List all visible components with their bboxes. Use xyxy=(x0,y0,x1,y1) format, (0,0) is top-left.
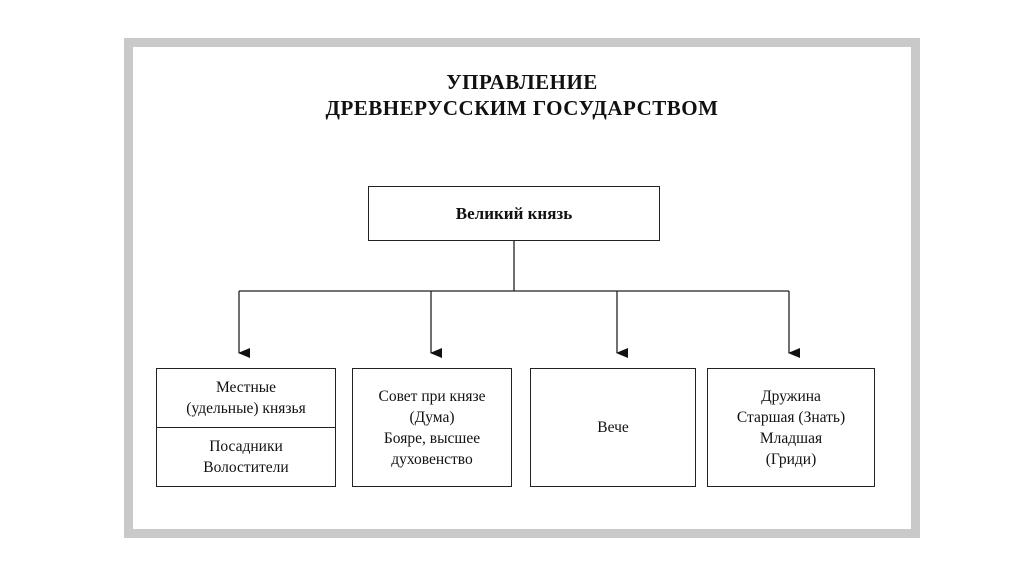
council-line-1: Совет при князе xyxy=(378,387,486,405)
diagram-frame: УПРАВЛЕНИЕ ДРЕВНЕРУССКИМ ГОСУДАРСТВОМ Ве… xyxy=(124,38,920,538)
council-box: Совет при князе (Дума) Бояре, высшее дух… xyxy=(352,368,512,487)
council-line-4: духовенство xyxy=(391,450,473,468)
grand-prince-box: Великий князь xyxy=(368,186,660,241)
local-princes-line-2: (удельные) князья xyxy=(186,400,306,417)
local-princes-box: Местные (удельные) князья Посадники Воло… xyxy=(156,368,336,487)
local-princes-section: Местные (удельные) князья xyxy=(157,369,335,427)
local-princes-line-1: Местные xyxy=(215,379,277,396)
diagram-title: УПРАВЛЕНИЕ ДРЕВНЕРУССКИМ ГОСУДАРСТВОМ xyxy=(133,69,911,121)
druzhina-box: Дружина Старшая (Знать) Младшая (Гриди) xyxy=(707,368,875,487)
veche-label: Вече xyxy=(597,419,629,436)
diagram-canvas: УПРАВЛЕНИЕ ДРЕВНЕРУССКИМ ГОСУДАРСТВОМ Ве… xyxy=(133,47,911,529)
druzhina-line-2: Старшая (Знать) xyxy=(736,408,846,426)
druzhina-line-1: Дружина xyxy=(761,387,821,405)
title-line-1: УПРАВЛЕНИЕ xyxy=(446,70,598,94)
grand-prince-label: Великий князь xyxy=(455,204,573,223)
posadniki-line-2: Волостители xyxy=(203,459,289,476)
connector-lines xyxy=(238,241,800,358)
druzhina-line-3: Младшая xyxy=(759,429,823,447)
veche-box: Вече xyxy=(530,368,696,487)
council-line-2: (Дума) xyxy=(409,408,455,426)
posadniki-line-1: Посадники xyxy=(209,438,283,455)
posadniki-section: Посадники Волостители xyxy=(157,427,335,486)
druzhina-line-4: (Гриди) xyxy=(765,450,817,468)
title-line-2: ДРЕВНЕРУССКИМ ГОСУДАРСТВОМ xyxy=(325,96,719,120)
council-line-3: Бояре, высшее xyxy=(383,429,481,447)
